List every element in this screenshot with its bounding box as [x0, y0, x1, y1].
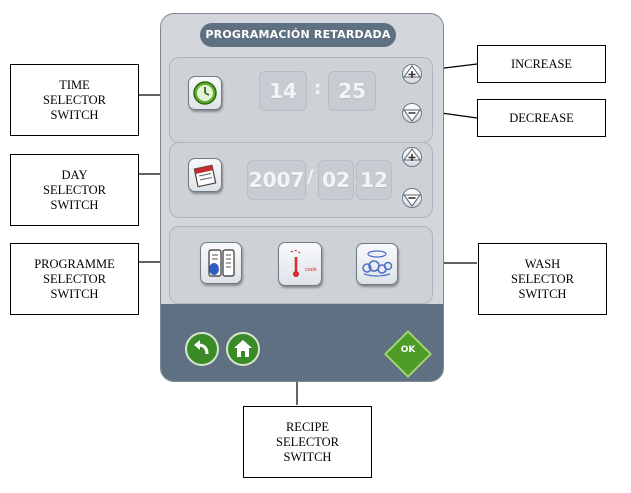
callout-line: TIME [59, 77, 90, 92]
minus-arrow-down-icon [403, 194, 421, 207]
callout-line: SWITCH [50, 286, 99, 301]
callout-line: RECIPE [285, 419, 330, 434]
callout-day-selector: DAY SELECTOR SWITCH [10, 154, 139, 226]
callout-decrease: DECREASE [477, 99, 606, 137]
svg-text:cook: cook [305, 267, 317, 273]
increase-date-button[interactable] [402, 147, 422, 167]
callout-line: SELECTOR [43, 271, 106, 286]
callout-line: SELECTOR [43, 182, 106, 197]
back-button[interactable] [185, 332, 219, 366]
day-selector-button[interactable] [188, 158, 222, 192]
day-display[interactable]: 12 [356, 160, 392, 200]
ok-button-label: OK [400, 345, 416, 355]
callout-line: INCREASE [510, 56, 573, 71]
programme-list-icon [208, 249, 235, 277]
callout-line: DECREASE [509, 110, 574, 125]
recipe-selector-button[interactable]: cook [278, 242, 322, 286]
wash-selector-button[interactable] [356, 243, 398, 285]
year-display[interactable]: 2007 [247, 160, 306, 200]
minute-display[interactable]: 25 [328, 71, 376, 111]
increase-time-button[interactable] [402, 64, 422, 84]
hour-display[interactable]: 14 [259, 71, 307, 111]
delayed-programming-panel: PROGRAMACIÓN RETARDADA 14 : 25 [160, 13, 444, 382]
callout-line: SWITCH [518, 286, 567, 301]
time-selector-button[interactable] [188, 76, 222, 110]
decrease-time-button[interactable] [402, 103, 422, 123]
callout-line: WASH [524, 256, 561, 271]
cooking-recipe-icon: cook [290, 249, 317, 277]
callout-line: PROGRAMME [34, 256, 115, 271]
time-separator: : [314, 78, 322, 99]
callout-increase: INCREASE [477, 45, 606, 83]
back-arrow-icon [194, 340, 209, 355]
callout-line: SWITCH [50, 107, 99, 122]
decrease-date-button[interactable] [402, 188, 422, 208]
wash-icon [362, 250, 393, 277]
callout-line: SWITCH [50, 197, 99, 212]
callout-line: SELECTOR [511, 271, 574, 286]
plus-arrow-up-icon [403, 148, 421, 161]
minus-arrow-down-icon [403, 109, 421, 122]
plus-arrow-up-icon [403, 65, 421, 78]
calendar-icon [193, 164, 217, 188]
callout-programme-selector: PROGRAMME SELECTOR SWITCH [10, 243, 139, 315]
callout-line: SELECTOR [43, 92, 106, 107]
callout-time-selector: TIME SELECTOR SWITCH [10, 64, 139, 136]
month-display[interactable]: 02 [318, 160, 354, 200]
clock-icon [193, 81, 217, 105]
date-separator-1: / [307, 166, 314, 187]
home-icon [234, 340, 252, 357]
panel-title: PROGRAMACIÓN RETARDADA [200, 23, 396, 47]
callout-line: SELECTOR [276, 434, 339, 449]
programme-selector-button[interactable] [200, 242, 242, 284]
home-button[interactable] [226, 332, 260, 366]
callout-line: SWITCH [283, 449, 332, 464]
callout-line: DAY [61, 167, 88, 182]
callout-recipe-selector: RECIPE SELECTOR SWITCH [243, 406, 372, 478]
callout-wash-selector: WASH SELECTOR SWITCH [478, 243, 607, 315]
